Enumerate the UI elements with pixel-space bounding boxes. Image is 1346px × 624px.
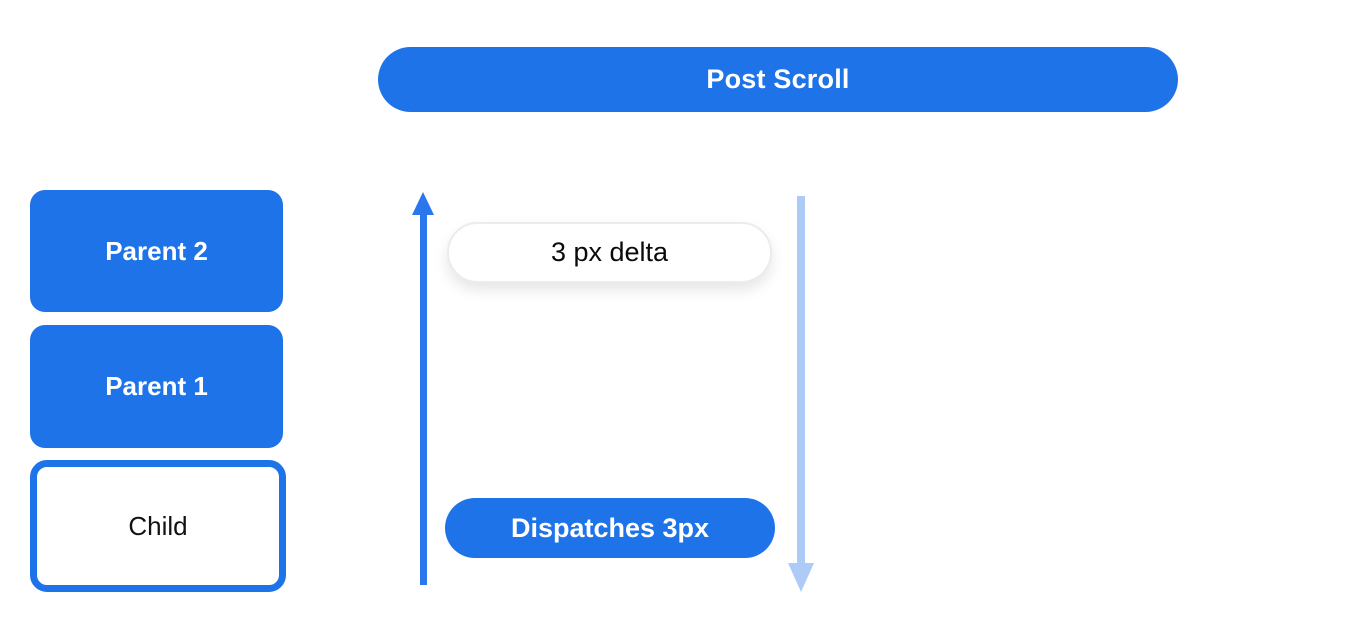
node-parent-1-label: Parent 1: [105, 371, 208, 401]
arrow-up-head: [412, 192, 434, 215]
node-child-label: Child: [128, 510, 188, 541]
node-parent-1: Parent 1: [30, 325, 283, 448]
post-scroll-banner-label: Post Scroll: [706, 64, 850, 94]
node-parent-2-label: Parent 2: [105, 235, 208, 266]
delta-pill: 3 px delta: [447, 222, 772, 283]
delta-pill-label: 3 px delta: [550, 237, 669, 267]
node-parent-2: Parent 2: [30, 190, 283, 312]
dispatch-pill: Dispatches 3px: [445, 498, 775, 558]
dispatch-pill-label: Dispatches 3px: [510, 512, 710, 543]
arrow-up-shaft: [420, 212, 427, 585]
arrow-down-head: [788, 563, 814, 592]
arrow-down-shaft: [797, 196, 805, 565]
post-scroll-banner: Post Scroll: [378, 47, 1178, 112]
node-child: Child: [30, 460, 286, 592]
